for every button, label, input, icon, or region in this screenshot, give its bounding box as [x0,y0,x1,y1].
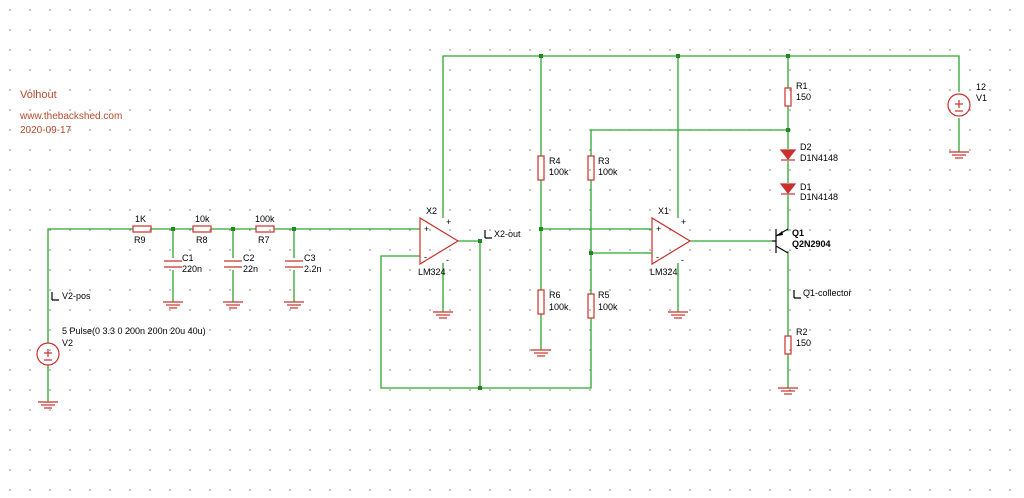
ground-icon [949,151,969,159]
v1-ref: V1 [976,93,987,103]
ground-icon [284,301,304,309]
voltage-source-v1[interactable]: 12 V1 [947,82,987,117]
r3-ref: R3 [598,156,610,166]
resistor-r7[interactable]: 100k R7 [255,214,275,245]
r5-ref: R5 [598,290,610,300]
junction-node [539,227,543,231]
x2-supply-minus: - [446,255,449,265]
q1-model: Q2N2904 [792,239,831,249]
c2-value: 22n [243,264,258,274]
c2-ref: C2 [243,253,255,263]
d1-model: D1N4148 [800,192,838,202]
x1-supply-plus: + [681,217,686,227]
ground-icon [223,301,243,309]
r2-ref: R2 [796,327,808,337]
x2-plus-pin: + [424,224,429,234]
r1-value: 150 [796,92,811,102]
v1-value: 12 [976,82,986,92]
voltage-source-v2[interactable]: 5 Pulse(0 3.3 0 200n 200n 20u 40u) V2 [36,326,206,366]
r4-value: 100k [549,167,569,177]
x2-minus-pin: - [424,252,427,262]
resistor-r5[interactable]: R5 100k [587,290,618,319]
probe-q1-collector[interactable]: Q1-collector [793,288,852,299]
capacitor-c3[interactable]: C3 2.2n [285,253,322,274]
junction-node [676,54,680,58]
x1-model: LM324 [650,267,678,277]
r5-value: 100k [598,302,618,312]
c1-ref: C1 [182,253,194,263]
x1-ref: X1 [658,206,669,216]
junction-node [231,227,235,231]
probe-q1-collector-label: Q1-collector [803,288,852,298]
r9-ref: R9 [134,235,146,245]
ground-icon [163,301,183,309]
ground-icon [531,349,551,357]
c3-ref: C3 [304,253,316,263]
probe-x2-out-label: X2-out [494,229,521,239]
r2-value: 150 [796,338,811,348]
junction-node [589,251,593,255]
junction-node [539,54,543,58]
junction-node [786,54,790,58]
resistor-r4[interactable]: R4 100k [537,155,569,181]
v2-ref: V2 [62,338,73,348]
junction-node [478,239,482,243]
wires [47,55,960,402]
c1-value: 220n [182,264,202,274]
c3-value: 2.2n [304,264,322,274]
ground-icon [668,311,688,319]
schematic-date: 2020-09-17 [20,125,72,136]
probe-x2-out[interactable]: X2-out [484,229,521,239]
schematic-title: Volhout [20,89,57,101]
junction-node [786,128,790,132]
diode-d1[interactable]: D1 D1N4148 [779,182,838,202]
junction-node [478,386,482,390]
resistor-r1[interactable]: R1 150 [784,81,811,107]
ground-symbols [38,151,969,409]
schematic-url: www.thebackshed.com [19,111,122,122]
diode-d2[interactable]: D2 D1N4148 [779,142,838,163]
x2-ref: X2 [426,206,437,216]
v2-value: 5 Pulse(0 3.3 0 200n 200n 20u 40u) [62,326,206,336]
probe-v2-pos-label: V2-pos [62,291,91,301]
x1-supply-minus: - [681,255,684,265]
r4-ref: R4 [549,156,561,166]
d1-ref: D1 [800,182,812,192]
transistor-q1[interactable]: Q1 Q2N2904 [772,228,831,254]
r8-value: 10k [195,214,210,224]
d2-ref: D2 [800,142,812,152]
capacitor-c1[interactable]: C1 220n [164,253,202,274]
r9-value: 1K [135,214,146,224]
resistor-r3[interactable]: R3 100k [587,155,618,181]
r6-ref: R6 [549,290,561,300]
q1-ref: Q1 [792,228,804,238]
r3-value: 100k [598,167,618,177]
opamp-x2[interactable]: + - + - X2 LM324 [418,206,460,277]
resistor-r9[interactable]: 1K R9 [132,214,152,245]
junction-node [171,227,175,231]
d2-model: D1N4148 [800,153,838,163]
x2-supply-plus: + [446,217,451,227]
r7-ref: R7 [258,235,270,245]
resistor-r6[interactable]: R6 100k [537,289,569,315]
ground-icon [778,387,798,395]
x2-model: LM324 [418,267,446,277]
r1-ref: R1 [796,81,808,91]
ground-icon [433,311,453,319]
x1-minus-pin: - [656,252,659,262]
opamp-x1[interactable]: + - + - X1 LM324 [645,206,692,277]
resistor-r8[interactable]: 10k R8 [192,214,212,245]
x1-plus-pin: + [656,224,661,234]
capacitor-c2[interactable]: C2 22n [224,253,258,274]
junction-node [292,227,296,231]
r8-ref: R8 [196,235,208,245]
r6-value: 100k [549,302,569,312]
probe-v2-pos[interactable]: V2-pos [51,291,91,301]
ground-icon [38,401,58,409]
junction-nodes [171,54,790,390]
r7-value: 100k [255,214,275,224]
resistor-r2[interactable]: R2 150 [784,327,811,355]
